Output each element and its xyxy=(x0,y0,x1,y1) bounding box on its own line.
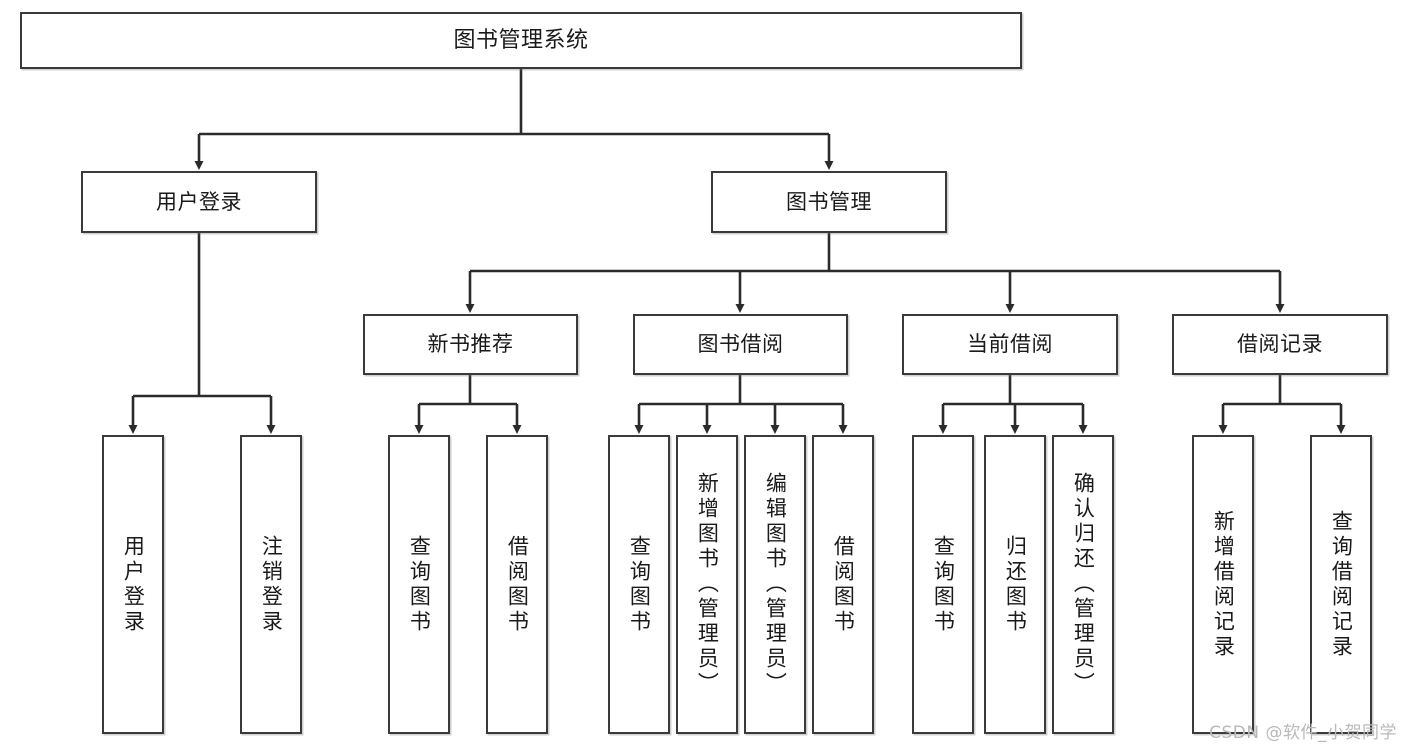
node-label-new-book-recommend: 新书推荐 xyxy=(427,332,514,357)
node-current-borrow[interactable]: 当前借阅 xyxy=(902,314,1118,375)
node-leaf-borrow-book[interactable]: 借阅图书 xyxy=(812,435,874,734)
node-label-leaf-add-borrow-record: 新增借阅记录 xyxy=(1211,509,1236,660)
node-leaf-return-book[interactable]: 归还图书 xyxy=(984,435,1046,734)
node-leaf-add-book[interactable]: 新增图书（管理员） xyxy=(676,435,738,734)
node-leaf-borrow-book-recommend[interactable]: 借阅图书 xyxy=(486,435,548,734)
node-label-leaf-edit-book: 编辑图书（管理员） xyxy=(763,472,788,697)
node-leaf-edit-book[interactable]: 编辑图书（管理员） xyxy=(744,435,806,734)
node-label-book-borrow: 图书借阅 xyxy=(697,332,784,357)
node-leaf-user-login[interactable]: 用户登录 xyxy=(102,435,164,734)
node-label-leaf-borrow-book: 借阅图书 xyxy=(831,534,856,635)
node-label-root: 图书管理系统 xyxy=(453,27,589,53)
node-leaf-query-borrow-record[interactable]: 查询借阅记录 xyxy=(1310,435,1372,734)
csdn-watermark: CSDN @软件_小贺同学 xyxy=(1209,723,1397,743)
node-label-leaf-borrow-book-recommend: 借阅图书 xyxy=(505,534,530,635)
node-new-book-recommend[interactable]: 新书推荐 xyxy=(363,314,578,375)
node-label-leaf-return-book: 归还图书 xyxy=(1003,534,1028,635)
node-label-book-management: 图书管理 xyxy=(786,189,872,214)
node-label-leaf-query-borrow-record: 查询借阅记录 xyxy=(1329,509,1354,660)
node-book-management[interactable]: 图书管理 xyxy=(711,171,947,233)
node-borrow-record[interactable]: 借阅记录 xyxy=(1172,314,1388,375)
node-label-leaf-confirm-return: 确认归还（管理员） xyxy=(1071,472,1096,697)
node-root[interactable]: 图书管理系统 xyxy=(20,12,1022,69)
node-leaf-query-book-current[interactable]: 查询图书 xyxy=(912,435,974,734)
node-label-leaf-query-book-borrow: 查询图书 xyxy=(627,534,652,635)
node-label-user-login: 用户登录 xyxy=(156,189,242,214)
node-leaf-user-logout[interactable]: 注销登录 xyxy=(240,435,302,734)
node-leaf-add-borrow-record[interactable]: 新增借阅记录 xyxy=(1192,435,1254,734)
node-label-leaf-add-book: 新增图书（管理员） xyxy=(695,472,720,697)
node-book-borrow[interactable]: 图书借阅 xyxy=(633,314,848,375)
node-leaf-query-book-borrow[interactable]: 查询图书 xyxy=(608,435,670,734)
node-label-leaf-user-logout: 注销登录 xyxy=(259,534,284,635)
node-label-leaf-query-book-recommend: 查询图书 xyxy=(407,534,432,635)
node-label-borrow-record: 借阅记录 xyxy=(1237,332,1323,357)
node-label-leaf-user-login: 用户登录 xyxy=(121,534,146,635)
node-leaf-confirm-return[interactable]: 确认归还（管理员） xyxy=(1052,435,1114,734)
node-leaf-query-book-recommend[interactable]: 查询图书 xyxy=(388,435,450,734)
node-user-login[interactable]: 用户登录 xyxy=(81,171,317,233)
node-label-current-borrow: 当前借阅 xyxy=(967,332,1053,357)
node-label-leaf-query-book-current: 查询图书 xyxy=(931,534,956,635)
